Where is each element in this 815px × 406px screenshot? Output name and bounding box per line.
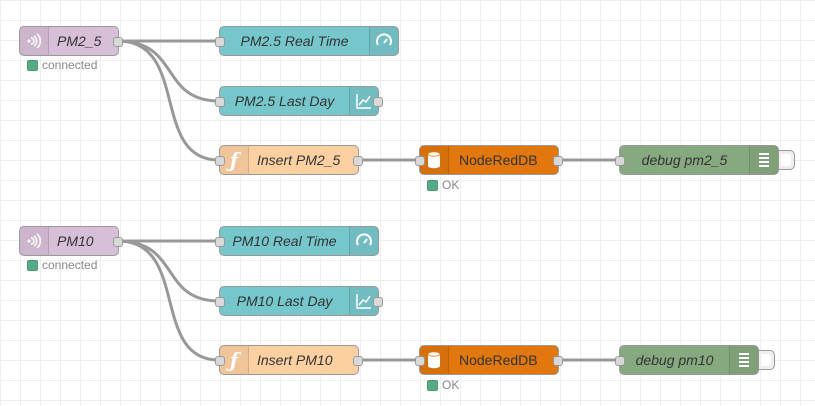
chart-node[interactable]: PM2.5 Last Day	[215, 86, 383, 116]
chart-node[interactable]: PM10 Last Day	[215, 286, 383, 316]
input-port[interactable]	[215, 297, 225, 307]
database-node[interactable]: NodeRedDB	[415, 145, 563, 175]
toggle-indicator	[761, 354, 771, 366]
input-port[interactable]	[215, 156, 225, 166]
database-node[interactable]: NodeRedDB	[415, 345, 563, 375]
node-status: OK	[427, 378, 459, 392]
status-dot-icon	[27, 259, 38, 271]
node-label: NodeRedDB	[459, 352, 538, 368]
mqtt-in-node[interactable]: PM2_5	[19, 26, 123, 56]
output-port[interactable]	[373, 297, 383, 307]
input-port[interactable]	[215, 237, 225, 247]
output-port[interactable]	[113, 37, 123, 47]
status-text: OK	[442, 178, 460, 192]
function-node[interactable]: ƒ Insert PM2_5	[215, 145, 363, 175]
input-port[interactable]	[615, 156, 625, 166]
input-port[interactable]	[615, 356, 625, 366]
function-node[interactable]: ƒ Insert PM10	[215, 345, 363, 375]
debug-list-icon	[749, 146, 778, 174]
node-label: PM2_5	[57, 33, 102, 49]
status-text: OK	[442, 378, 460, 392]
status-dot-icon	[27, 59, 38, 71]
input-port[interactable]	[215, 97, 225, 107]
node-label: PM10 Last Day	[236, 293, 333, 309]
debug-node[interactable]: debug pm2_5	[615, 145, 779, 175]
node-status: connected	[27, 258, 97, 272]
output-port[interactable]	[553, 356, 563, 366]
wire-mqtt-to-function[interactable]	[117, 239, 220, 362]
toggle-indicator	[781, 154, 791, 166]
node-label: PM2.5 Real Time	[240, 33, 349, 49]
input-port[interactable]	[415, 356, 425, 366]
debug-toggle-button[interactable]	[759, 350, 775, 370]
node-label: Insert PM2_5	[257, 152, 341, 168]
debug-toggle-button[interactable]	[779, 150, 795, 170]
debug-node[interactable]: debug pm10	[615, 345, 759, 375]
status-dot-icon	[427, 179, 438, 191]
input-port[interactable]	[215, 356, 225, 366]
node-label: Insert PM10	[257, 352, 333, 368]
node-status: connected	[27, 58, 97, 72]
output-port[interactable]	[553, 156, 563, 166]
input-port[interactable]	[215, 37, 225, 47]
output-port[interactable]	[113, 237, 123, 247]
node-label: debug pm10	[635, 352, 714, 368]
node-label: PM10 Real Time	[232, 233, 337, 249]
status-text: connected	[42, 58, 98, 72]
node-label: NodeRedDB	[459, 152, 538, 168]
gauge-node[interactable]: PM2.5 Real Time	[215, 26, 399, 56]
status-dot-icon	[427, 379, 438, 391]
output-port[interactable]	[353, 156, 363, 166]
node-status: OK	[427, 178, 459, 192]
radio-waves-icon	[20, 27, 49, 55]
output-port[interactable]	[373, 97, 383, 107]
input-port[interactable]	[415, 156, 425, 166]
mqtt-in-node[interactable]: PM10	[19, 226, 123, 256]
node-label: PM2.5 Last Day	[234, 93, 335, 109]
gauge-icon	[349, 227, 378, 255]
wire-mqtt-to-function[interactable]	[117, 39, 220, 162]
node-label: debug pm2_5	[641, 152, 728, 168]
output-port[interactable]	[353, 356, 363, 366]
radio-waves-icon	[20, 227, 49, 255]
debug-list-icon	[729, 346, 758, 374]
gauge-icon	[369, 27, 398, 55]
gauge-node[interactable]: PM10 Real Time	[215, 226, 379, 256]
status-text: connected	[42, 258, 98, 272]
node-label: PM10	[57, 233, 94, 249]
